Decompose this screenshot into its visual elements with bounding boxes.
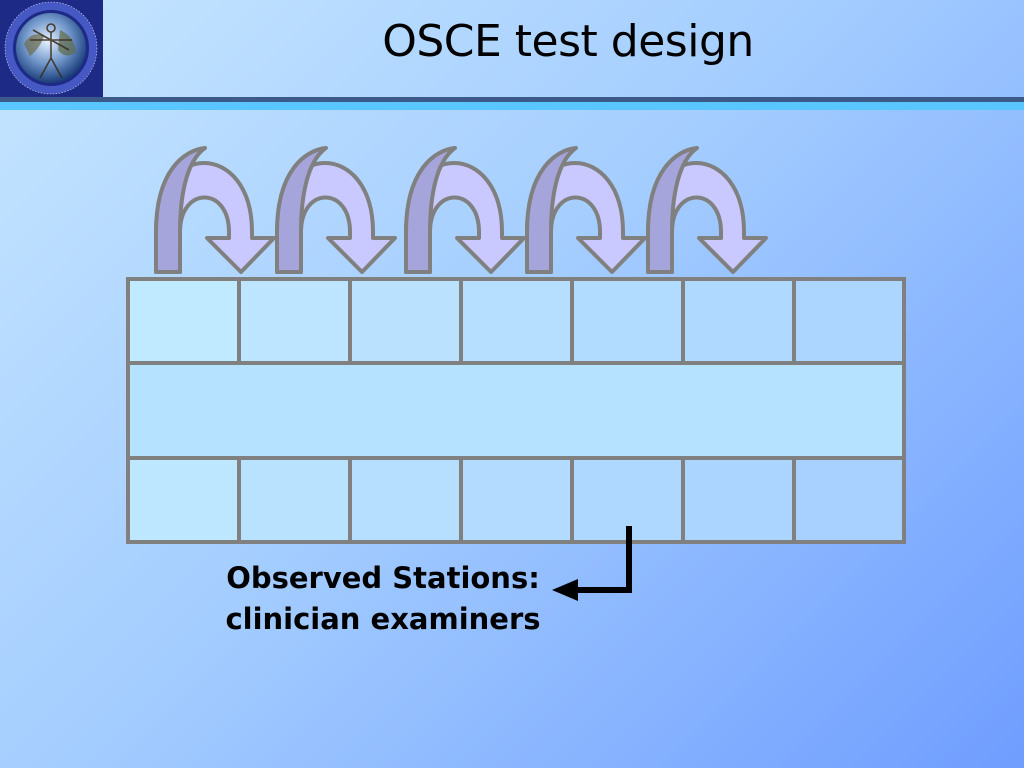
bottom-station-row: [126, 456, 906, 544]
pointer-arrow-icon: [552, 526, 632, 601]
header-accent-bar: [0, 102, 1024, 110]
station-cell: [348, 277, 463, 365]
rotation-arrows: [154, 146, 768, 274]
station-cell: [459, 456, 574, 544]
station-cell: [348, 456, 463, 544]
station-cell: [459, 277, 574, 365]
station-cell: [792, 277, 906, 365]
station-cell: [126, 277, 241, 365]
station-cell: [681, 277, 796, 365]
station-grid: [126, 277, 906, 544]
caption-line-1: Observed Stations:: [226, 561, 540, 595]
consortium-logo: [0, 0, 103, 97]
station-cell: [570, 277, 685, 365]
center-corridor: [126, 361, 906, 460]
rotation-arrow-icon: [525, 146, 647, 274]
station-cell: [237, 456, 352, 544]
station-cell: [792, 456, 906, 544]
slide-title: OSCE test design: [382, 16, 754, 67]
header-divider: [0, 97, 1024, 102]
rotation-arrow-icon: [646, 146, 768, 274]
station-cell: [126, 456, 241, 544]
caption-line-2: clinician examiners: [225, 602, 541, 636]
vitruvian-globe-icon: [0, 0, 103, 97]
rotation-arrow-icon: [154, 146, 276, 274]
rotation-arrow-icon: [404, 146, 526, 274]
rotation-arrow-icon: [275, 146, 397, 274]
station-cell: [681, 456, 796, 544]
observed-stations-caption: Observed Stations: clinician examiners: [200, 558, 566, 640]
top-station-row: [126, 277, 906, 365]
station-cell: [237, 277, 352, 365]
